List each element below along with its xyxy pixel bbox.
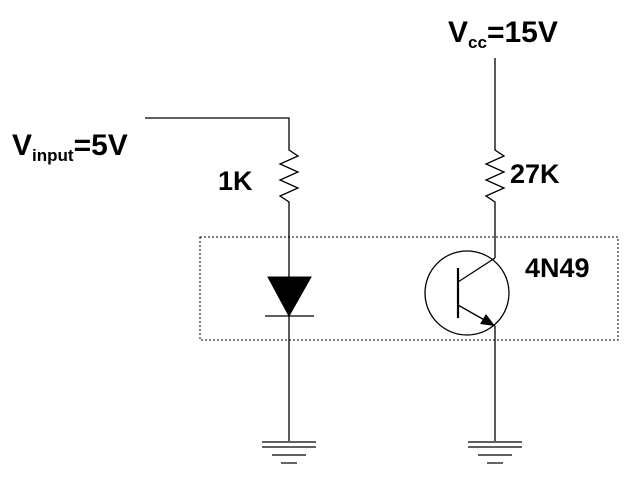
ground-icon-left bbox=[262, 441, 316, 464]
resistor-1k bbox=[278, 145, 300, 207]
phototransistor-icon bbox=[424, 250, 510, 336]
optocoupler-package-box bbox=[199, 236, 619, 341]
vinput-label: Vinput=5V bbox=[12, 129, 128, 165]
resistor-27k-label: 27K bbox=[510, 159, 560, 189]
led-diode-icon bbox=[265, 276, 314, 318]
input-wire bbox=[145, 117, 290, 145]
ground-icon-right bbox=[468, 441, 522, 464]
vcc-label: Vcc=15V bbox=[448, 16, 558, 52]
resistor-27k bbox=[484, 145, 506, 207]
resistor-1k-label: 1K bbox=[218, 166, 253, 196]
optocoupler-label: 4N49 bbox=[525, 253, 590, 283]
